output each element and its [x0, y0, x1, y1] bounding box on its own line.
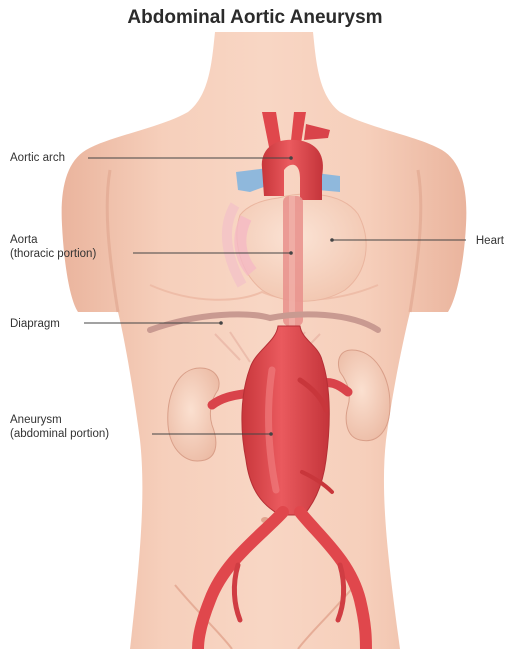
label-aorta-line2: (thoracic portion)	[10, 248, 96, 260]
leader-dot-aneurysm	[269, 432, 273, 436]
leader-dot-aorta	[289, 251, 293, 255]
label-aortic-arch: Aortic arch	[10, 152, 65, 164]
label-diapragm: Diapragm	[10, 318, 60, 330]
body-silhouette	[62, 32, 467, 649]
diagram-title: Abdominal Aortic Aneurysm	[127, 7, 382, 28]
leader-dot-heart	[330, 238, 334, 242]
thoracic-aorta-highlight	[289, 196, 295, 326]
leader-dot-aortic-arch	[289, 156, 293, 160]
label-aorta-line1: Aorta	[10, 234, 38, 246]
label-aneurysm-line1: Aneurysm	[10, 414, 62, 426]
label-heart: Heart	[476, 235, 505, 247]
label-aneurysm-line2: (abdominal portion)	[10, 428, 109, 440]
leader-dot-diapragm	[219, 321, 223, 325]
